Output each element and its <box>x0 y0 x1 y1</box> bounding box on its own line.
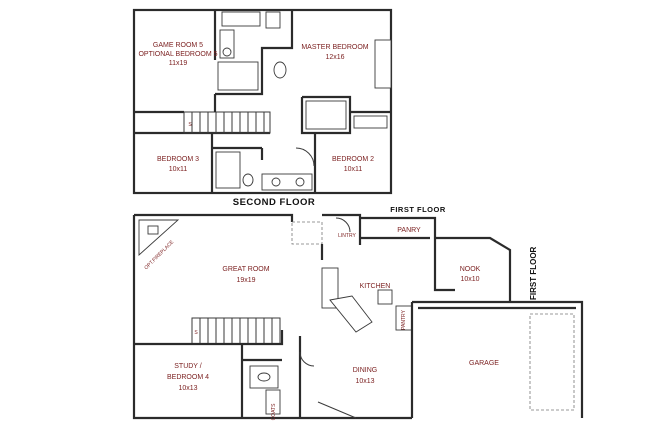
second-floor-plan: GAME ROOM 5 OPTIONAL BEDROOM 5 11x19 MAS… <box>132 8 393 195</box>
lintry-label: LINTRY <box>338 233 356 239</box>
bedroom3-size: 10x11 <box>169 166 188 173</box>
master-window-bay <box>374 39 392 89</box>
master-closet <box>305 100 347 130</box>
study-size: 10x13 <box>178 385 197 392</box>
hall-sink-right <box>295 177 305 187</box>
kitchen-counter <box>321 267 339 309</box>
sink <box>222 47 232 57</box>
hall-toilet <box>242 173 254 187</box>
kitchen-label: KITCHEN <box>360 283 391 290</box>
game-room-alt: OPTIONAL BEDROOM 5 <box>138 51 217 58</box>
study-alt: BEDROOM 4 <box>167 374 209 381</box>
garage-door <box>529 313 575 411</box>
panry-label: PANRY <box>397 227 421 234</box>
first-floor-plan: GREAT ROOM 19x19 OPT.FIREPLACE LINTRY PA… <box>132 213 584 421</box>
first-floor-title-side: FIRST FLOOR <box>529 246 538 300</box>
nook-name: NOOK <box>460 266 481 273</box>
dining-door-swing <box>299 351 315 367</box>
game-room-size: 11x19 <box>169 60 188 67</box>
master-bedroom-size: 12x16 <box>325 54 344 61</box>
bedroom2-door-swing <box>295 147 315 167</box>
bathtub <box>217 61 259 91</box>
closet-shelf <box>221 11 261 27</box>
nook-size: 10x10 <box>460 276 479 283</box>
dining-size: 10x13 <box>355 378 374 385</box>
kitchen-sink <box>377 289 393 305</box>
bedroom2-size: 10x11 <box>344 166 363 173</box>
game-room-name: GAME ROOM 5 <box>153 42 203 49</box>
small-pantry-label: PANTRY <box>401 309 407 329</box>
hall-double-vanity <box>261 173 313 191</box>
study-name: STUDY / <box>174 363 202 370</box>
hall-bathtub <box>215 151 241 189</box>
lintry-door-swing <box>335 217 351 233</box>
bedroom2-name: BEDROOM 2 <box>332 156 374 163</box>
bedroom3-name: BEDROOM 3 <box>157 156 199 163</box>
garage-label: GARAGE <box>469 360 499 367</box>
first-floor-stairs <box>191 317 281 345</box>
second-floor-stair-mark: S <box>188 122 192 128</box>
linen-shelf <box>265 11 281 29</box>
great-room-name: GREAT ROOM <box>222 266 269 273</box>
hall-sink-left <box>271 177 281 187</box>
kitchen-island <box>329 295 373 333</box>
great-room-size: 19x19 <box>236 277 255 284</box>
dining-name: DINING <box>353 367 378 374</box>
first-floor-title-top: FIRST FLOOR <box>390 205 446 214</box>
master-vanity <box>353 115 388 129</box>
laundry <box>265 389 281 415</box>
first-floor-stair-mark: S <box>194 330 198 336</box>
second-floor-title: SECOND FLOOR <box>233 197 316 208</box>
master-bedroom-name: MASTER BEDROOM <box>301 44 368 51</box>
fireplace <box>138 219 180 257</box>
toilet <box>273 61 287 79</box>
coats-label: COATS <box>271 403 277 421</box>
powder-sink <box>257 372 271 382</box>
second-floor-stairs <box>183 111 271 134</box>
